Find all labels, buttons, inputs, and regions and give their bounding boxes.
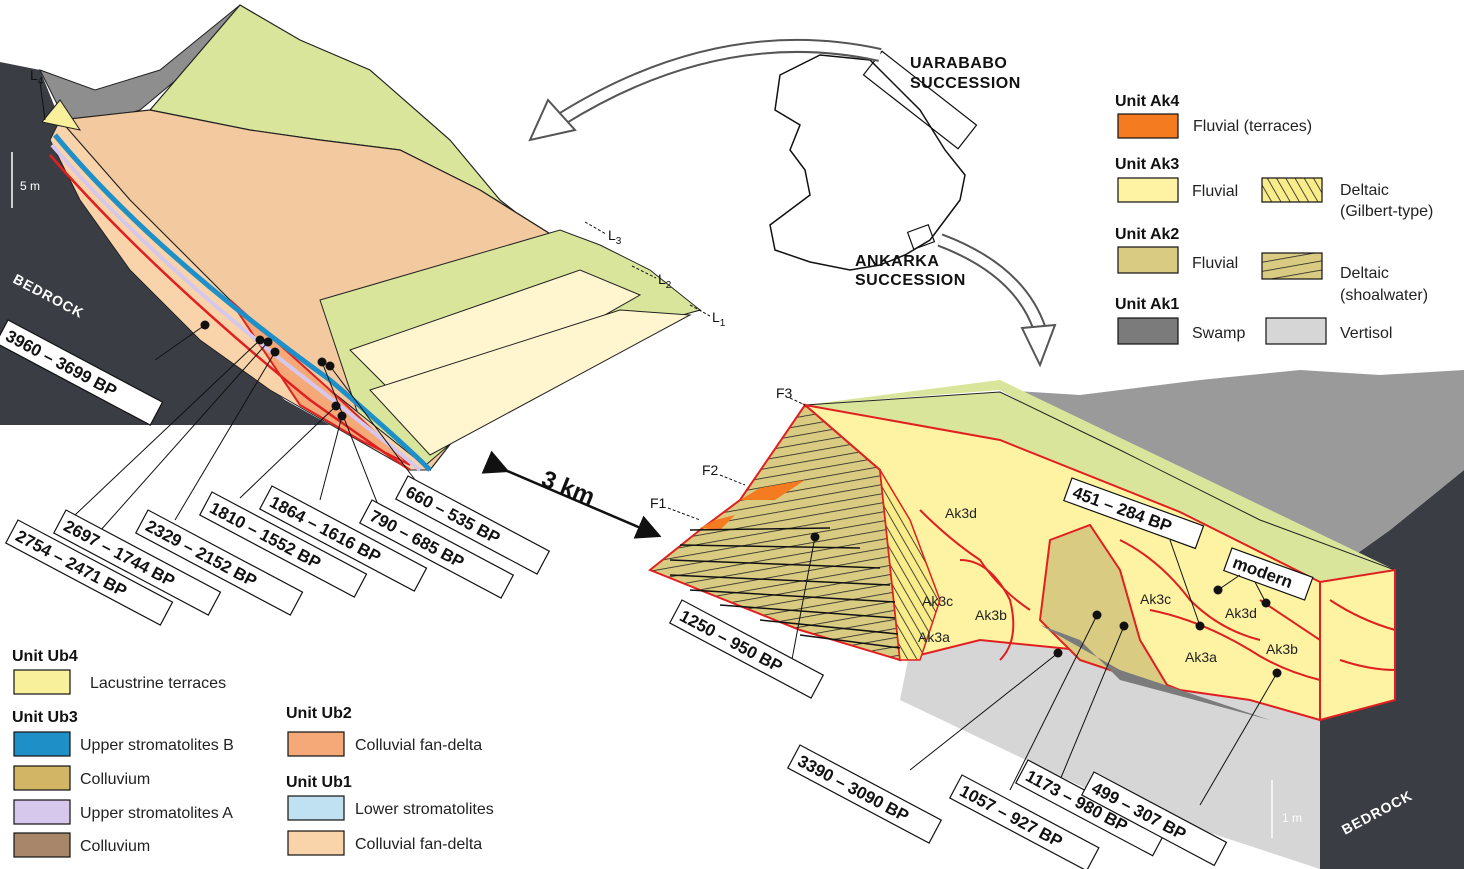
- uarababo-box: [862, 50, 978, 150]
- right-ak2-channel: [1038, 523, 1173, 692]
- fault-label-f2: F2: [702, 462, 719, 478]
- legend-ub3-label-3: Upper stromatolites A: [80, 805, 233, 822]
- legend-ub2-label: Colluvial fan-delta: [355, 737, 482, 754]
- left-stromatolites-b: [53, 133, 432, 472]
- legend-ub1-swatch-2: [287, 830, 345, 856]
- legend-ub3-title: Unit Ub3: [12, 709, 78, 726]
- right-ak4-f1: [700, 515, 735, 530]
- right-swamp: [1040, 625, 1270, 720]
- legend-ak1-vertisol-swatch: [1265, 317, 1327, 345]
- unit-label-ak3c-left: Ak3c: [922, 593, 953, 609]
- legend-ak1-swamp-label: Swamp: [1192, 325, 1245, 342]
- arrow-to-ankarka: [938, 235, 1045, 332]
- legend-ak3-deltaic-label-2: (Gilbert-type): [1340, 203, 1433, 220]
- ankarka-block: 1 m BEDROCK F3 F2 F1 Ak3d Ak3c Ak3b Ak3a…: [648, 370, 1464, 869]
- legend-ub3-swatch-4: [13, 832, 71, 858]
- unit-label-ak3d-right: Ak3d: [1225, 605, 1257, 621]
- legend-ub1-label-1: Lower stromatolites: [355, 801, 494, 818]
- legend-ak4-label: Fluvial (terraces): [1193, 118, 1312, 135]
- left-leader-lines: [74, 324, 431, 541]
- unit-label-ak3a-left: Ak3a: [918, 629, 950, 645]
- arrow-to-uarababo: [557, 40, 882, 125]
- ankarka-label-2: SUCCESSION: [855, 272, 966, 289]
- right-vertical-scale: 1 m: [1282, 811, 1302, 825]
- locator-map: UARABABO SUCCESSION ANKARKA SUCCESSION: [528, 38, 1057, 368]
- legend-ak3-deltaic-label-1: Deltaic: [1340, 182, 1389, 199]
- uarababo-label-2: SUCCESSION: [910, 75, 1021, 92]
- left-bedrock: [0, 62, 330, 425]
- legend-ub2-title: Unit Ub2: [286, 705, 352, 722]
- legend-ub3-swatch-2: [13, 765, 71, 791]
- legend-ak1-swamp-swatch: [1117, 317, 1179, 345]
- right-side-face: [1319, 568, 1396, 722]
- unit-label-ak3c-right: Ak3c: [1140, 591, 1171, 607]
- right-ak4-f2: [740, 480, 805, 500]
- legend-ak3-title: Unit Ak3: [1115, 156, 1179, 173]
- right-leader-lines: [789, 536, 1278, 806]
- legend-ak1-vertisol-label: Vertisol: [1340, 325, 1392, 342]
- legend-ak4-title: Unit Ak4: [1115, 93, 1179, 110]
- legend-ak2-deltaic-swatch: [1261, 252, 1323, 280]
- unit-label-ak3b-left: Ak3b: [975, 607, 1007, 623]
- legend-ak2-deltaic-label-2: (shoalwater): [1340, 287, 1428, 304]
- ankarka-box: [906, 224, 936, 250]
- distance-label: 3 km: [538, 466, 599, 512]
- level-label-l3: L3: [608, 227, 622, 247]
- legend-ub4-label: Lacustrine terraces: [90, 675, 226, 692]
- legend-ub1-title: Unit Ub1: [286, 774, 352, 791]
- legend-ak2-fluvial-label: Fluvial: [1192, 255, 1238, 272]
- legend-ub1-label-2: Colluvial fan-delta: [355, 836, 482, 853]
- unit-label-ak3a-right: Ak3a: [1185, 649, 1217, 665]
- date-3390-3090: 3390 – 3090 BP: [794, 751, 911, 825]
- legend-ub3-label-2: Colluvium: [80, 771, 150, 788]
- legend-ak3-deltaic-swatch: [1261, 177, 1323, 203]
- legend-ak1-title: Unit Ak1: [1115, 296, 1179, 313]
- legend-ak3-fluvial-swatch: [1117, 177, 1179, 203]
- legend-ak3-fluvial-label: Fluvial: [1192, 183, 1238, 200]
- right-grey-mountain: [1000, 370, 1464, 580]
- ankarka-label-1: ANKARKA: [855, 253, 939, 270]
- legend-uarababo: Unit Ub4 Lacustrine terraces Unit Ub3 Up…: [12, 648, 494, 858]
- legend-ub4-swatch: [13, 669, 71, 695]
- uarababo-block: 5 m BEDROCK L4 L3 L2 L1: [0, 4, 726, 541]
- legend-ub1-swatch-1: [287, 795, 345, 821]
- left-red-boundary: [49, 154, 411, 472]
- fault-label-f1: F1: [650, 495, 667, 511]
- legend-ub3-swatch-1: [13, 731, 71, 757]
- legend-ub3-label-4: Colluvium: [80, 838, 150, 855]
- legend-ub3-label-1: Upper stromatolites B: [80, 737, 234, 754]
- level-label-l2: L2: [658, 271, 672, 291]
- distance-scale: 3 km: [481, 450, 662, 539]
- right-internal-boundaries: [919, 509, 1396, 681]
- right-sample-points: [810, 532, 1282, 678]
- legend-ub3-swatch-3: [13, 799, 71, 825]
- unit-label-ak3b-right: Ak3b: [1266, 641, 1298, 657]
- legend-ak2-fluvial-swatch: [1117, 246, 1179, 274]
- legend-ak2-title: Unit Ak2: [1115, 226, 1179, 243]
- unit-label-ak3d-left: Ak3d: [945, 505, 977, 521]
- legend-ak4-swatch: [1117, 113, 1179, 139]
- right-ak3-gilbert: [879, 469, 941, 661]
- left-terrace-3: [369, 309, 692, 456]
- level-label-l1: L1: [712, 309, 726, 329]
- legend-ub2-swatch: [287, 731, 345, 757]
- left-lacustrine-top: [41, 99, 82, 131]
- legend-ak2-deltaic-label-1: Deltaic: [1340, 265, 1389, 282]
- left-vertical-scale: 5 m: [20, 179, 40, 193]
- lake-outline: [769, 54, 966, 271]
- level-label-l4: L4: [30, 67, 44, 87]
- fault-label-f3: F3: [776, 385, 793, 401]
- right-ak2-laminae: [669, 527, 901, 649]
- legend-ankarka: Unit Ak4 Fluvial (terraces) Unit Ak3 Flu…: [1115, 93, 1433, 345]
- legend-ub4-title: Unit Ub4: [12, 648, 78, 665]
- uarababo-label-1: UARABABO: [910, 55, 1007, 72]
